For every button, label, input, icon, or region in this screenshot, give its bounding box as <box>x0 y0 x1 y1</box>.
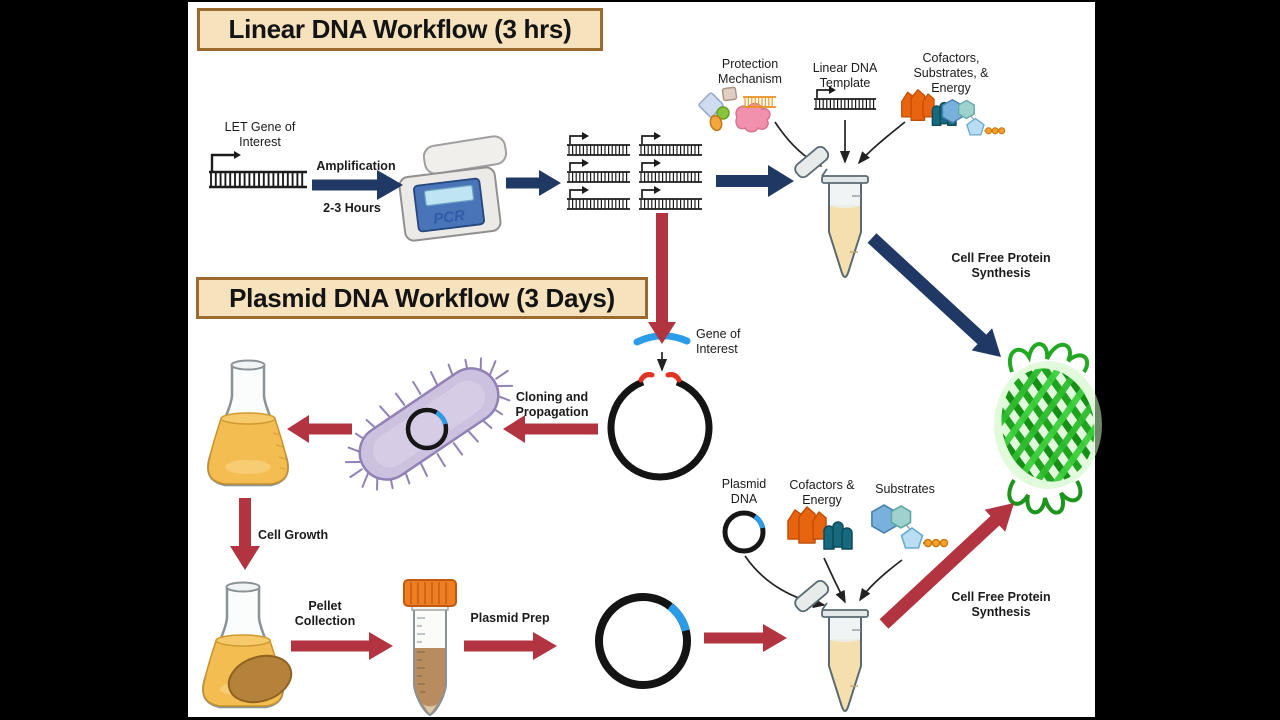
substrates-molecule-icon-top <box>941 98 1006 136</box>
pellet-collection-arrow <box>291 632 393 660</box>
bacterium-icon <box>344 357 514 491</box>
enzyme-orange-icon <box>709 114 723 132</box>
let-gene-dna-ladder <box>209 151 307 189</box>
purified-plasmid-icon <box>595 593 691 689</box>
linear-dna-template-icon <box>814 86 876 110</box>
amplicon-dna-2 <box>639 132 702 156</box>
gfp-loops-top <box>1008 342 1090 374</box>
pcr-machine-label: PCR <box>432 207 466 228</box>
to-reaction-arrow <box>704 624 787 652</box>
bacterium-plasmid-icon <box>405 407 449 451</box>
let-gene-label: LET Gene of Interest <box>224 120 296 149</box>
plasmid-prep-arrow <box>464 632 557 660</box>
to-plasmid-workflow-arrow <box>648 213 676 344</box>
gfp-loops-bottom <box>1007 478 1083 515</box>
protein-blob-icon <box>735 102 771 133</box>
reaction-tube-linear <box>791 143 869 278</box>
protection-dna-icon <box>743 96 776 108</box>
pellet-flask-icon <box>202 581 293 709</box>
pcr-machine: PCR <box>398 135 508 242</box>
funnel-arrows-bottom <box>744 555 903 609</box>
gene-of-interest-label: Gene of Interest <box>696 327 741 356</box>
amplification-label: Amplification <box>316 159 396 173</box>
cofactors-energy-label: Cofactors & Energy <box>789 478 855 507</box>
cloning-propagation-label: Cloning and Propagation <box>515 390 589 419</box>
to-tube-arrow <box>716 165 794 197</box>
pellet-collection-label: Pellet Collection <box>294 599 356 628</box>
cfps-arrow-plasmid <box>879 503 1014 629</box>
reaction-tube-plasmid <box>791 577 869 712</box>
plasmid-prep-label: Plasmid Prep <box>470 611 550 625</box>
linear-dna-template-label: Linear DNA Template <box>812 61 878 90</box>
falcon-cap-icon <box>403 579 457 607</box>
duration-label: 2-3 Hours <box>323 201 381 215</box>
substrates-label: Substrates <box>875 482 935 496</box>
amplification-arrow <box>312 170 403 200</box>
amplicon-dna-1 <box>567 132 630 156</box>
plasmid-workflow-title: Plasmid DNA Workflow (3 Days) <box>196 277 648 319</box>
cell-pellet-icon <box>227 654 293 704</box>
cfps-label-linear: Cell Free Protein Synthesis <box>951 251 1051 280</box>
amplicon-dna-4 <box>639 159 702 183</box>
cloning-arrow <box>503 415 598 443</box>
cfps-label-plasmid: Cell Free Protein Synthesis <box>951 590 1051 619</box>
gfp-protein-icon <box>991 342 1105 515</box>
cell-growth-label: Cell Growth <box>258 528 329 542</box>
plasmid-dna-small-icon <box>722 510 766 554</box>
growth-flask-icon <box>207 359 289 487</box>
protection-mechanism-icons <box>698 86 771 133</box>
cfps-arrow-linear <box>867 233 1001 357</box>
linear-dna-template-ladder <box>814 86 876 110</box>
amplicon-dna-3 <box>567 159 630 183</box>
open-plasmid-icon <box>607 372 713 481</box>
transform-arrow <box>287 415 352 443</box>
falcon-tube-icon <box>403 579 457 717</box>
pcr-output-arrow <box>506 170 561 196</box>
substrates-molecule-icon-bottom <box>870 504 949 549</box>
amplicon-dna-6 <box>639 186 702 210</box>
funnel-arrows-top <box>774 120 906 167</box>
cofactors-substrates-label: Cofactors, Substrates, & Energy <box>913 51 989 95</box>
protection-mechanism-label: Protection Mechanism <box>718 57 782 86</box>
amplified-dna-icons <box>567 132 702 210</box>
let-gene-dna-icon <box>209 151 307 189</box>
linear-workflow-title: Linear DNA Workflow (3 hrs) <box>197 8 603 51</box>
protection-orange-dna-ladder <box>743 96 776 108</box>
plasmid-dna-label: Plasmid DNA <box>721 477 767 506</box>
amplicon-dna-5 <box>567 186 630 210</box>
cofactors-crystals-icon-bottom <box>787 506 853 550</box>
cell-growth-arrow <box>230 498 260 570</box>
enzyme-green-icon <box>716 106 730 120</box>
